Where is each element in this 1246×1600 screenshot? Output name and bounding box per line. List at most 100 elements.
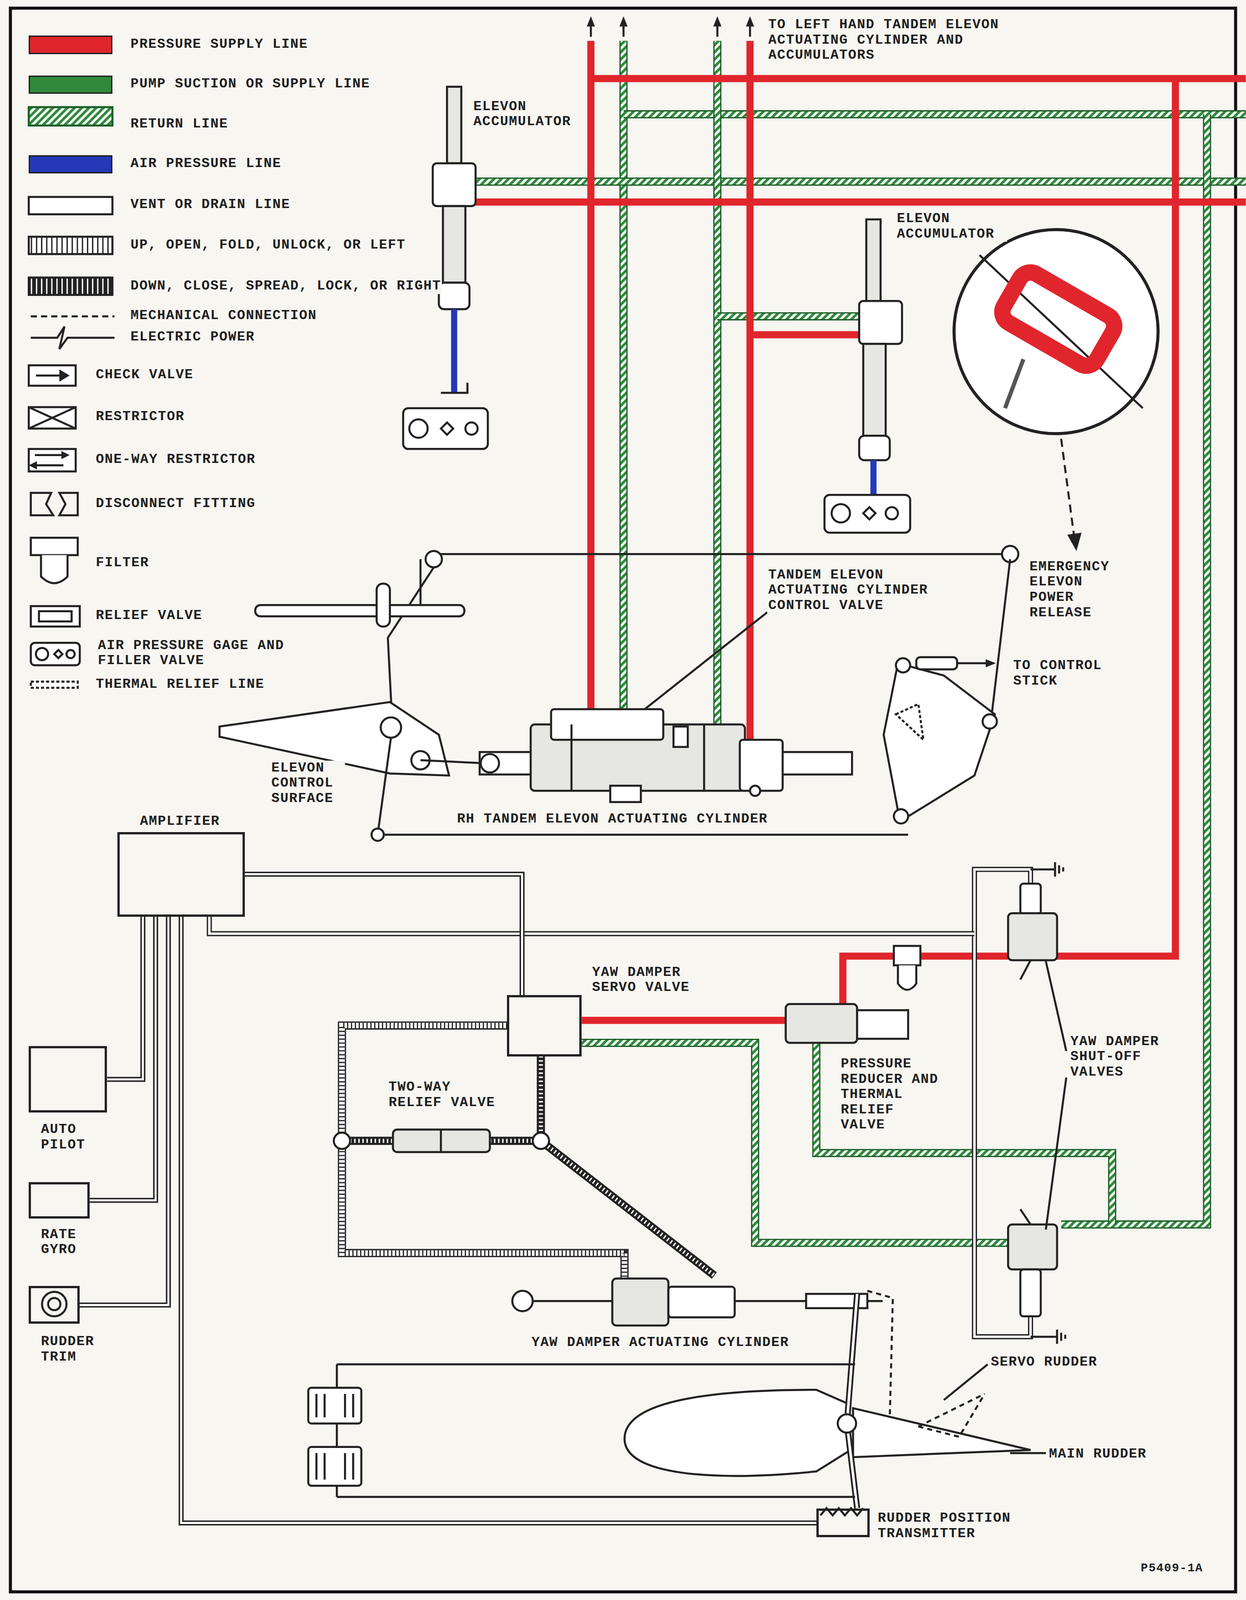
elevon-accumulator: [866, 219, 881, 301]
actuator-lines: [333, 1025, 715, 1281]
rudder-assembly: [943, 1363, 1046, 1453]
return-lines: [581, 1042, 1016, 1243]
elevon-accumulator: [870, 460, 877, 494]
legend-symbols: [59, 369, 70, 382]
elevon-mechanism: [640, 612, 768, 713]
elevon-accumulator: [438, 282, 470, 309]
part-label: P5409-1A: [1139, 1561, 1205, 1575]
electric-wire: [106, 916, 143, 1080]
part-label: YAW DAMPER ACTUATING CYLINDER: [530, 1334, 791, 1351]
elevon-mechanism: [425, 551, 442, 568]
pressure-lines: [749, 330, 863, 339]
vent-lines: [209, 916, 975, 934]
emergency-release-handle: [979, 254, 1143, 408]
rh-tandem-elevon-cylinder: [480, 754, 499, 773]
yaw-damper-valves: [1020, 883, 1041, 914]
elevon-mechanism: [255, 604, 465, 617]
legend-symbols: [35, 374, 62, 377]
elevon-mechanism: [433, 552, 1011, 555]
rudder-assembly: [48, 1297, 61, 1310]
yaw-damper-valves: [785, 1003, 858, 1043]
elevon-mechanism: [916, 657, 958, 670]
part-label: ELEVON ACCUMULATOR: [896, 211, 1008, 242]
elevon-accumulator: [432, 163, 476, 207]
pressure-lines: [590, 75, 1246, 83]
return-lines: [581, 1042, 1016, 1243]
elevon-mechanism: [371, 828, 384, 841]
actuator-lines: [341, 1025, 625, 1281]
pressure-lines: [469, 198, 1246, 206]
electric-wire: [244, 874, 522, 996]
actuator-lines: [392, 1129, 490, 1152]
pressure-lines: [581, 1016, 786, 1024]
electric-wire: [244, 874, 522, 996]
actuator-lines: [541, 1055, 715, 1276]
part-label: MAIN RUDDER: [1048, 1446, 1148, 1462]
legend-symbols: [28, 106, 115, 688]
legend-text: VENT OR DRAIN LINE: [129, 197, 292, 213]
component-label: AMPLIFIER: [138, 813, 221, 830]
legend-text: RETURN LINE: [129, 116, 230, 132]
electric-wire: [244, 874, 522, 996]
legend-text: AIR PRESSURE GAGE AND FILLER VALVE: [96, 638, 304, 669]
frame: [10, 8, 1236, 1592]
frame: [10, 8, 1236, 1592]
yaw-damper-valves: [1045, 961, 1067, 1230]
elevon-accumulator: [831, 503, 850, 522]
elevon-accumulator: [409, 419, 428, 438]
part-label: RH TANDEM ELEVON ACTUATING CYLINDER: [455, 811, 769, 827]
return-lines: [469, 40, 1246, 1243]
elevon-mechanism: [896, 658, 911, 673]
return-lines: [816, 1042, 1113, 1225]
elevon-accumulator: [403, 86, 911, 533]
pressure-lines: [842, 955, 1011, 1010]
emergency-release-handle: [1061, 438, 1075, 539]
legend-text: FILTER: [95, 555, 151, 571]
component-box: RUDDER TRIM: [28, 1285, 80, 1324]
elevon-mechanism: [376, 583, 391, 627]
legend-text: MECHANICAL CONNECTION: [129, 308, 319, 324]
component-label: RATE GYRO: [40, 1226, 111, 1258]
yaw-damper-actuating-cylinder: [512, 1278, 883, 1326]
legend-text: RELIEF VALVE: [95, 607, 204, 624]
legend-symbols: [39, 611, 72, 622]
return-lines: [816, 1042, 1113, 1225]
elevon-mechanism: [893, 809, 908, 824]
legend-symbols: [28, 106, 113, 126]
legend-symbols: [28, 277, 113, 295]
electric-wire: [181, 916, 817, 1523]
rudder-assembly: [336, 1363, 856, 1497]
actuator-lines: [541, 1055, 715, 1276]
legend-text: PRESSURE SUPPLY LINE: [129, 36, 309, 53]
legend-text: UP, OPEN, FOLD, UNLOCK, OR LEFT: [129, 237, 407, 254]
component-box: RATE GYRO: [28, 1181, 91, 1219]
legend-text: AIR PRESSURE LINE: [129, 156, 283, 172]
legend-symbols: [28, 406, 76, 429]
elevon-accumulator: [859, 435, 890, 461]
emergency-release-handle: [1067, 532, 1082, 551]
flow-arrows: [586, 16, 755, 37]
emergency-release-handle: [997, 268, 1119, 370]
yaw-damper-valves: [1020, 1269, 1041, 1317]
electric-wire: [181, 916, 817, 1523]
elevon-accumulator: [824, 494, 911, 533]
elevon-accumulator: [442, 206, 466, 283]
rudder-assembly: [41, 1291, 67, 1317]
part-label: PRESSURE REDUCER AND THERMAL RELIEF VALV…: [840, 1056, 945, 1133]
rudder-assembly: [316, 1393, 354, 1479]
yaw-damper-valves: [1007, 912, 1058, 960]
elevon-accumulator: [863, 343, 886, 436]
return-lines: [713, 40, 722, 745]
electric-wire: [181, 916, 817, 1523]
return-lines: [717, 312, 862, 321]
emergency-release-handle: [953, 229, 1158, 434]
rudder-assembly: [853, 1408, 1031, 1458]
legend-text: THERMAL RELIEF LINE: [95, 676, 266, 693]
elevon-mechanism: [883, 663, 995, 821]
legend-symbols: [30, 315, 115, 318]
rh-tandem-elevon-cylinder: [749, 785, 760, 796]
return-lines: [469, 177, 1246, 186]
component-label: RUDDER TRIM: [40, 1333, 111, 1365]
actuator-lines: [333, 1132, 350, 1149]
component-label: AUTO PILOT: [40, 1121, 111, 1153]
